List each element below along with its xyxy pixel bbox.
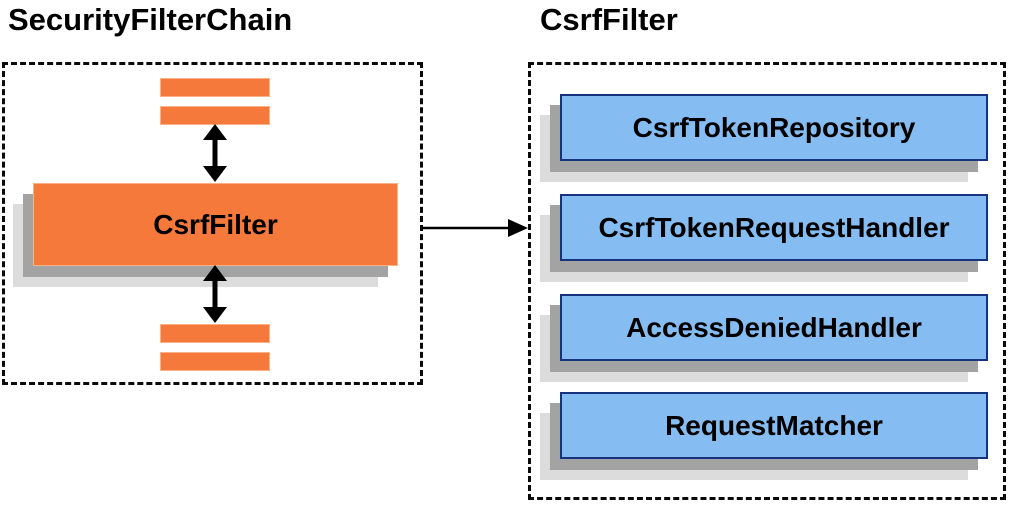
component-csrf-token-repository: CsrfTokenRepository <box>560 94 988 161</box>
component-request-matcher: RequestMatcher <box>560 392 988 459</box>
filter-placeholder-bar <box>160 78 270 97</box>
double-arrow-icon <box>203 265 227 323</box>
component-label: CsrfTokenRepository <box>632 111 916 143</box>
component-csrf-token-request-handler: CsrfTokenRequestHandler <box>560 194 988 261</box>
double-arrow-icon <box>203 124 227 182</box>
component-label: AccessDeniedHandler <box>626 311 922 343</box>
filter-placeholder-bar <box>160 324 270 343</box>
right-panel-title: CsrfFilter <box>540 2 678 37</box>
component-label: CsrfTokenRequestHandler <box>598 211 950 243</box>
component-label: RequestMatcher <box>665 409 883 441</box>
security-filter-chain-box <box>2 62 423 385</box>
component-access-denied-handler: AccessDeniedHandler <box>560 294 988 361</box>
filter-placeholder-bar <box>160 106 270 125</box>
csrf-filter-detail-box <box>528 62 1006 500</box>
csrf-filter-node-label: CsrfFilter <box>153 208 278 240</box>
left-panel-title: SecurityFilterChain <box>8 2 293 37</box>
filter-placeholder-bar <box>160 352 270 371</box>
csrf-filter-node: CsrfFilter <box>33 183 398 266</box>
right-arrow-icon <box>422 219 528 237</box>
